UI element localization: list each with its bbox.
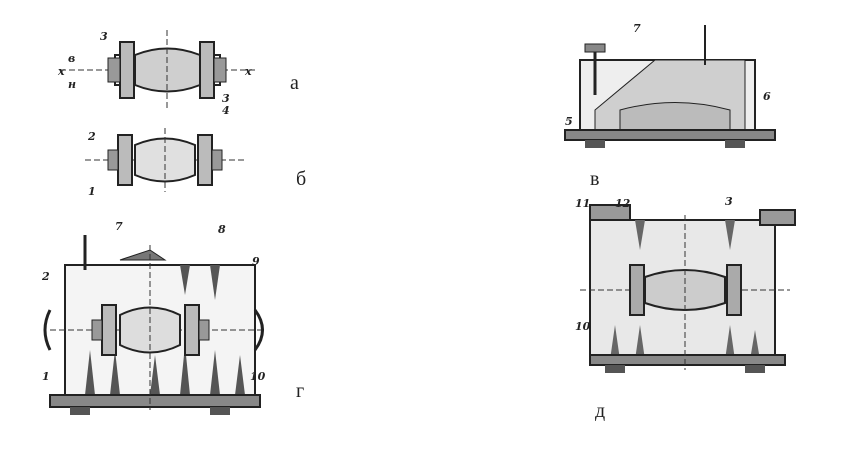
v-num-6: 6 bbox=[763, 90, 771, 103]
panel-b-svg: 2 1 bbox=[85, 128, 245, 198]
panel-g-svg: 7 8 2 9 1 10 bbox=[41, 220, 266, 415]
g-num-7: 7 bbox=[115, 220, 123, 233]
panel-a-drawing: 3 в н x x 3 4 bbox=[40, 20, 300, 120]
panel-b-label: б bbox=[296, 168, 307, 190]
a-axis-left: x bbox=[57, 65, 65, 78]
panel-a-label: а bbox=[290, 72, 299, 94]
g-num-2: 2 bbox=[41, 270, 50, 283]
b-num-2: 2 bbox=[87, 130, 96, 143]
panel-d-label: д bbox=[595, 400, 606, 422]
d-num-3: 3 bbox=[725, 195, 733, 208]
panel-g-drawing: 7 8 2 9 1 10 bbox=[40, 215, 270, 425]
panel-v-drawing: 7 6 5 bbox=[564, 20, 780, 155]
panel-d-drawing: 11 12 3 10 bbox=[575, 195, 800, 385]
a-axis-right: x bbox=[244, 65, 252, 78]
panel-d-svg: 11 12 3 10 bbox=[575, 195, 796, 373]
g-num-8: 8 bbox=[218, 223, 226, 236]
g-num-9: 9 bbox=[252, 255, 260, 268]
panel-a-svg: 3 в н x x 3 4 bbox=[57, 30, 255, 117]
panel-g-label: г bbox=[296, 380, 305, 402]
a-num-4: 4 bbox=[222, 104, 230, 117]
d-num-11: 11 bbox=[575, 197, 590, 210]
a-num-3r: 3 bbox=[222, 92, 230, 105]
panel-v-svg: 7 6 5 bbox=[564, 22, 776, 148]
b-num-1: 1 bbox=[88, 185, 96, 198]
panel-v-label: в bbox=[590, 168, 600, 190]
a-mark-n: н bbox=[68, 78, 76, 91]
v-num-7: 7 bbox=[633, 22, 641, 35]
d-num-10: 10 bbox=[575, 320, 591, 333]
a-num-3: 3 bbox=[100, 30, 108, 43]
g-num-1: 1 bbox=[42, 370, 50, 383]
d-num-12: 12 bbox=[615, 197, 631, 210]
panel-b-drawing: 2 1 bbox=[80, 120, 280, 200]
g-num-10: 10 bbox=[250, 370, 266, 383]
v-num-5: 5 bbox=[565, 115, 573, 128]
a-mark-v: в bbox=[68, 52, 75, 65]
